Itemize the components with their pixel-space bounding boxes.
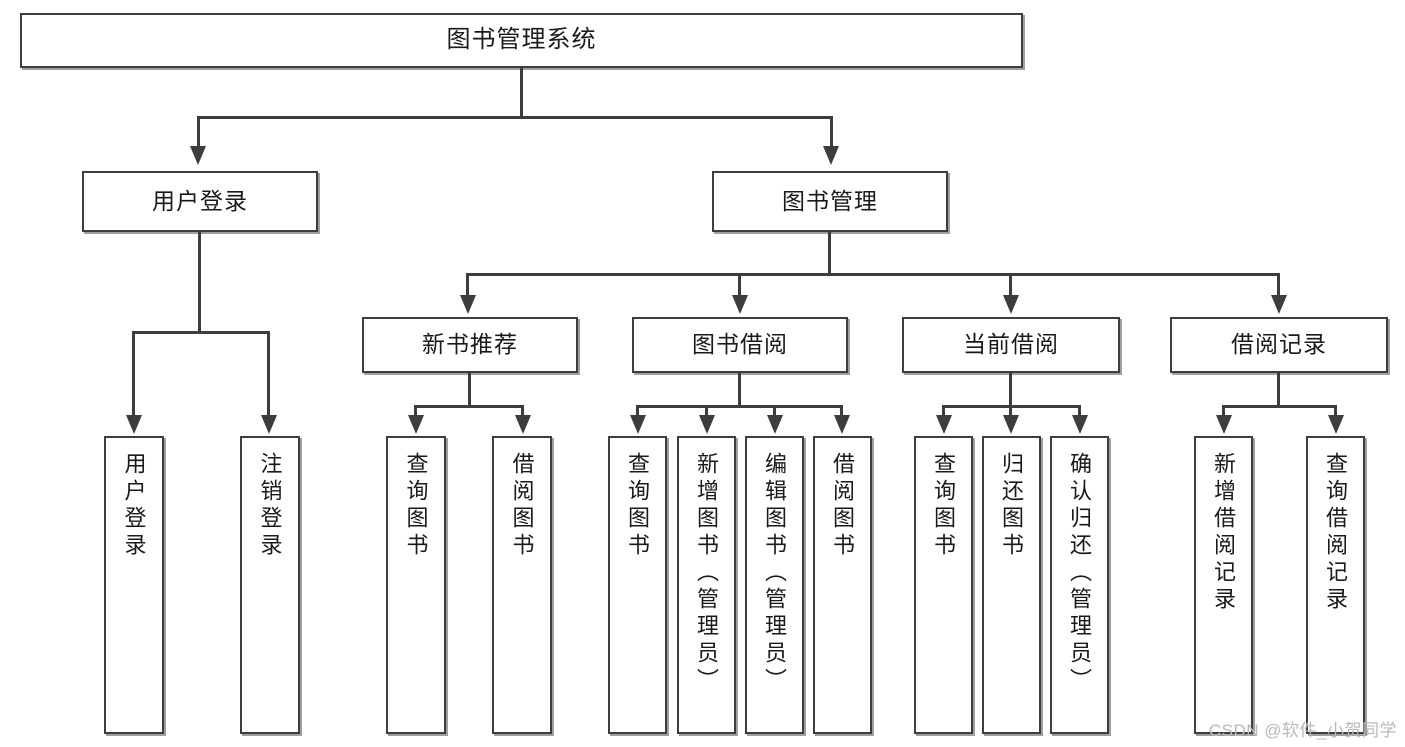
node-label: 新增借阅记录 [1211,452,1237,614]
node-label: 注销登录 [257,452,283,560]
node-label: 归还图书 [999,452,1025,560]
node-user-login[interactable]: 用户登录 [82,171,318,232]
arrowhead-current-borrow-to-leaf-3 [1072,415,1088,434]
connector-book-borrow-to-leaf-2 [705,405,708,417]
arrowhead-user-login-to-leaf-1 [126,415,142,434]
connector-borrow-record-bar [1222,405,1337,408]
connector-book-manage-to-new-book [466,273,469,297]
connector-user-login-stem [198,232,201,331]
connector-current-borrow-stem [1009,373,1012,405]
leaf-confirm-return-admin[interactable]: 确认归还（管理员） [1050,436,1109,734]
leaf-user-login[interactable]: 用户登录 [104,436,164,734]
leaf-query-borrow-record[interactable]: 查询借阅记录 [1306,436,1365,734]
leaf-borrow-book-borrow[interactable]: 借阅图书 [813,436,872,734]
connector-user-login-to-leaf-2 [267,331,270,417]
connector-user-login-bar [132,331,270,334]
connector-new-book-to-leaf-2 [521,405,524,417]
node-book-borrow[interactable]: 图书借阅 [632,317,848,373]
leaf-query-book-new-book[interactable]: 查询图书 [386,436,446,734]
connector-borrow-record-to-leaf-2 [1334,405,1337,417]
connector-book-borrow-bar [636,405,842,408]
arrowhead-book-borrow-to-leaf-3 [767,415,783,434]
connector-book-borrow-to-leaf-3 [773,405,776,417]
node-label: 查询图书 [931,452,957,560]
connector-book-manage-stem [828,232,831,273]
arrowhead-root-to-book-manage [823,146,839,165]
leaf-add-borrow-record[interactable]: 新增借阅记录 [1194,436,1253,734]
arrowhead-borrow-record-to-leaf-2 [1328,415,1344,434]
arrowhead-borrow-record-to-leaf-1 [1216,415,1232,434]
connector-borrow-record-stem [1277,373,1280,405]
connector-book-borrow-stem [738,373,741,405]
leaf-edit-book-admin[interactable]: 编辑图书（管理员） [745,436,804,734]
node-label: 图书管理 [782,187,878,214]
connector-root-to-user-login [197,116,200,148]
connector-book-manage-bar [466,273,1280,276]
connector-current-borrow-to-leaf-1 [942,405,945,417]
node-label: 确认归还（管理员） [1067,452,1093,695]
arrowhead-book-borrow-to-leaf-1 [630,415,646,434]
connector-current-borrow-to-leaf-3 [1078,405,1081,417]
connector-book-manage-to-current-borrow [1009,273,1012,297]
arrowhead-root-to-user-login [190,146,206,165]
connector-new-book-stem [468,373,471,405]
arrowhead-book-borrow-to-leaf-2 [699,415,715,434]
node-label: 图书借阅 [692,331,788,358]
node-label: 查询借阅记录 [1323,452,1349,614]
node-current-borrow[interactable]: 当前借阅 [902,317,1120,373]
arrowhead-current-borrow-to-leaf-1 [936,415,952,434]
arrowhead-book-borrow-to-leaf-4 [834,415,850,434]
node-label: 编辑图书（管理员） [762,452,788,695]
node-root-book-management-system[interactable]: 图书管理系统 [20,13,1023,68]
connector-root-bar [197,116,833,119]
arrowhead-current-borrow-to-leaf-2 [1003,415,1019,434]
node-label: 借阅记录 [1231,331,1327,358]
connector-new-book-bar [414,405,524,408]
leaf-query-book-current[interactable]: 查询图书 [914,436,973,734]
arrowhead-book-manage-to-book-borrow [732,295,748,314]
leaf-borrow-book-new-book[interactable]: 借阅图书 [492,436,552,734]
node-label: 查询图书 [625,452,651,560]
arrowhead-book-manage-to-borrow-record [1271,295,1287,314]
connector-root-to-book-manage [830,116,833,148]
arrowhead-new-book-to-leaf-2 [515,415,531,434]
node-label: 图书管理系统 [446,26,597,54]
node-new-book-recommend[interactable]: 新书推荐 [362,317,578,373]
node-label: 借阅图书 [830,452,856,560]
node-label: 借阅图书 [509,452,535,560]
node-label: 当前借阅 [963,331,1059,358]
connector-new-book-to-leaf-1 [414,405,417,417]
connector-book-borrow-to-leaf-1 [636,405,639,417]
node-book-manage[interactable]: 图书管理 [712,171,948,232]
csdn-watermark: CSDN @软件_小贺同学 [1208,721,1397,740]
connector-borrow-record-to-leaf-1 [1222,405,1225,417]
connector-current-borrow-to-leaf-2 [1009,405,1012,417]
arrowhead-user-login-to-leaf-2 [261,415,277,434]
leaf-return-book[interactable]: 归还图书 [982,436,1041,734]
leaf-logout-login[interactable]: 注销登录 [240,436,300,734]
node-borrow-record[interactable]: 借阅记录 [1170,317,1388,373]
node-label: 用户登录 [121,452,147,560]
node-label: 查询图书 [403,452,429,560]
leaf-add-book-admin[interactable]: 新增图书（管理员） [677,436,736,734]
connector-book-manage-to-book-borrow [738,273,741,297]
arrowhead-new-book-to-leaf-1 [408,415,424,434]
arrowhead-book-manage-to-current-borrow [1003,295,1019,314]
connector-book-manage-to-borrow-record [1277,273,1280,297]
node-label: 用户登录 [152,187,248,214]
arrowhead-book-manage-to-new-book [460,295,476,314]
leaf-query-book-borrow[interactable]: 查询图书 [608,436,667,734]
connector-book-borrow-to-leaf-4 [840,405,843,417]
connector-root-stem [520,68,523,116]
node-label: 新书推荐 [422,331,518,358]
node-label: 新增图书（管理员） [694,452,720,695]
connector-user-login-to-leaf-1 [132,331,135,417]
